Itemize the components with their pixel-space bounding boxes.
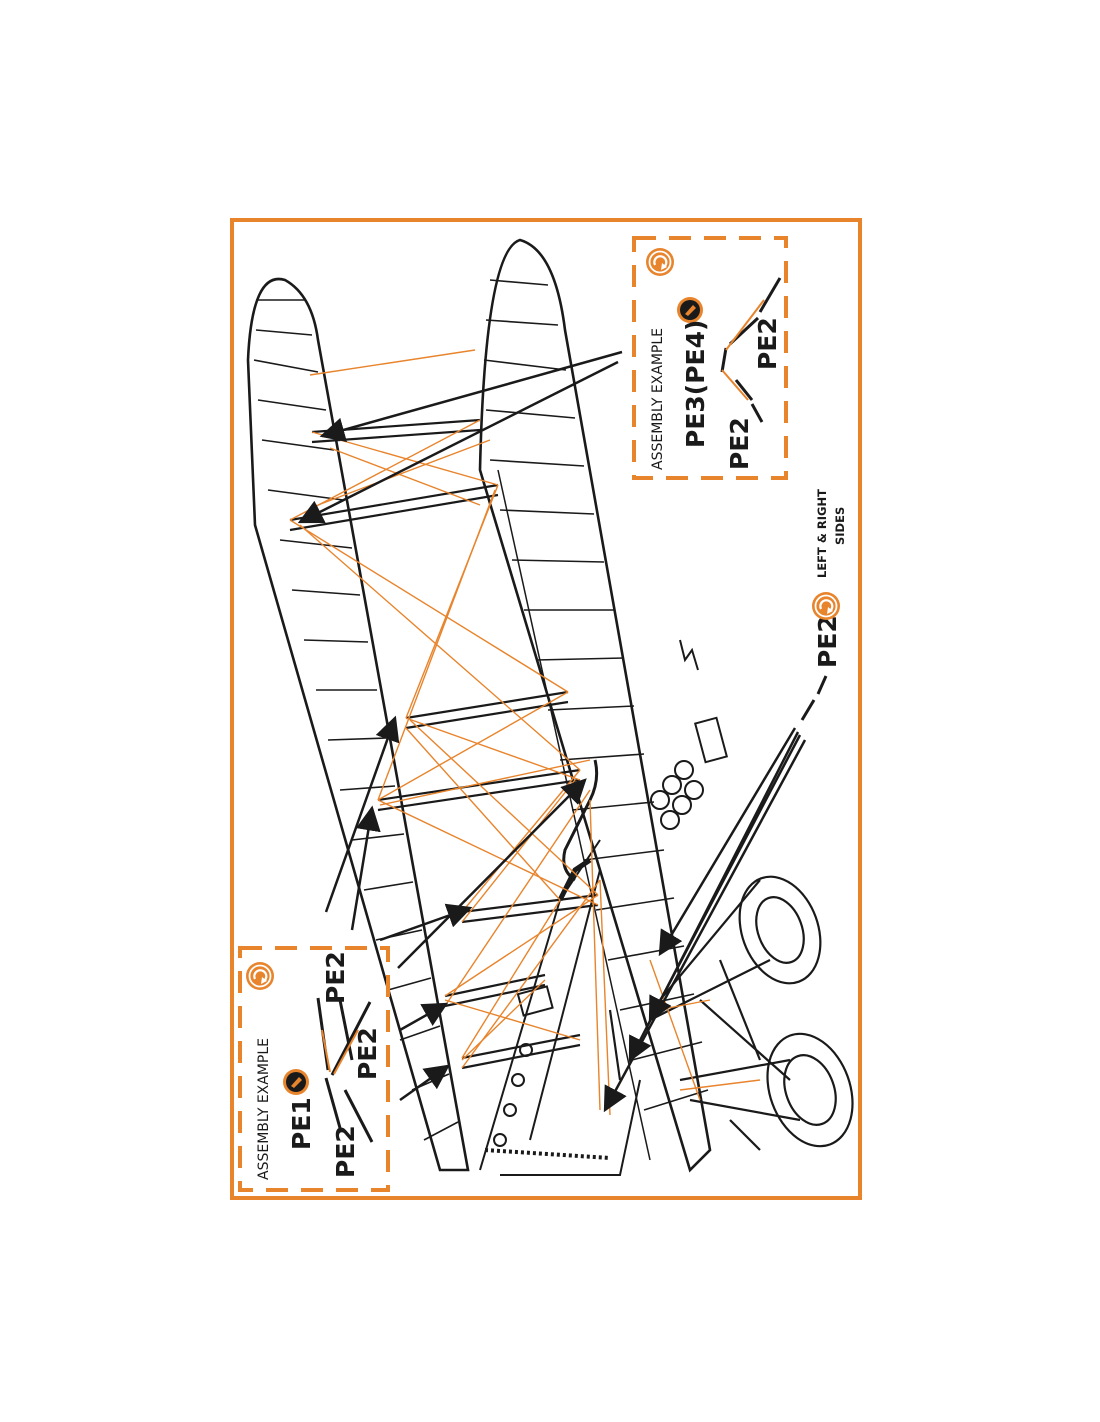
assembly-example-left: ASSEMBLY EXAMPLE PE1 PE2 PE2 PE2 [238,946,390,1192]
side-note-part: PE2 [813,615,842,668]
instruction-frame [230,218,862,1200]
rotate-arrow-icon [810,590,842,622]
rotate-arrow-icon [644,246,676,278]
fuselage [479,759,641,1176]
callout-right-title: ASSEMBLY EXAMPLE [650,328,666,470]
engine-cylinders [650,639,729,830]
side-note: PE2 LEFT & RIGHT SIDES [800,489,847,721]
callout-left-title: ASSEMBLY EXAMPLE [256,1038,272,1180]
bend-part-icon [677,297,703,323]
bend-part-icon [283,1069,309,1095]
side-note-line2: SIDES [833,507,847,545]
label-pe2-c: PE2 [321,951,350,1004]
side-note-line1: LEFT & RIGHT [815,489,829,578]
rigging-wires [289,349,761,1116]
assembly-example-right: ASSEMBLY EXAMPLE PE3(PE4) PE2 PE2 [632,236,788,480]
label-pe2-d: PE2 [725,417,754,470]
label-pe1: PE1 [287,1097,316,1150]
label-pe3-pe4: PE3(PE4) [681,320,710,448]
label-pe2-a: PE2 [331,1125,360,1178]
label-pe2-e: PE2 [753,317,782,370]
rotate-arrow-icon [244,960,276,992]
label-pe2-b: PE2 [353,1027,382,1080]
pointer-arrows [297,350,807,1113]
undercarriage [608,875,854,1151]
chain-links [800,675,828,721]
